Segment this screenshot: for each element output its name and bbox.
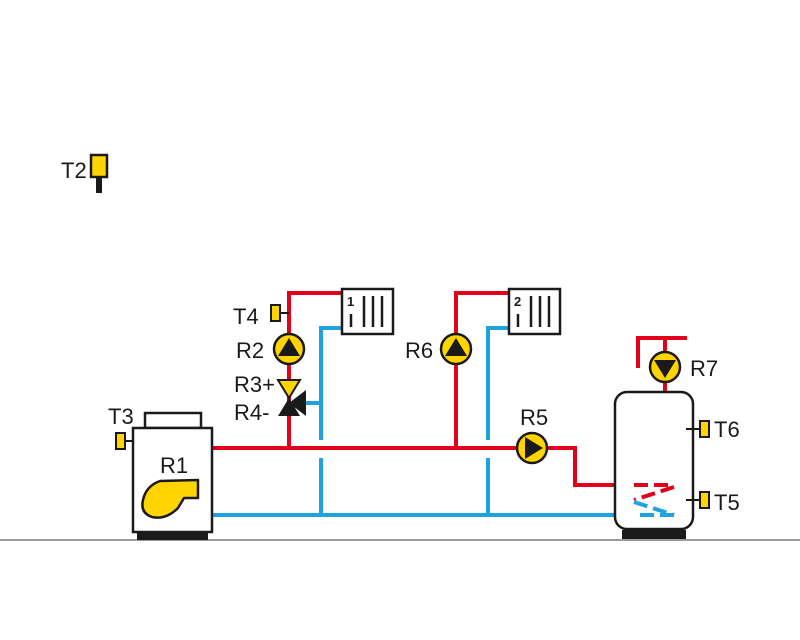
return-pipe-circuit1 [319,326,342,440]
radiator-icon [340,287,395,336]
supply-pipe-circuit2 [454,291,509,448]
pump-r2[interactable]: R2 [236,332,306,366]
temperature-sensor-icon [89,153,109,193]
pump-r6[interactable]: R6 [405,332,473,366]
temperature-sensor-icon [686,491,710,509]
supply-pipe-circuit1 [287,291,342,448]
sensor-t4-label: T4 [233,304,259,329]
sensor-t6-label: T6 [714,417,740,442]
sensor-t2-label: T2 [61,158,87,183]
mixing-valve[interactable]: R3+ R4- [234,372,306,425]
pump-r7[interactable]: R7 [648,350,718,384]
return-pipe-circuit2 [486,326,509,440]
pump-icon [272,332,306,366]
temperature-sensor-icon [686,420,710,438]
tank-top-pipe [636,336,687,368]
burner-icon [141,478,200,519]
pump-r7-label: R7 [690,356,718,381]
boiler-icon [131,411,214,540]
radiator-circuit2: 2 [507,287,562,336]
sensor-t4: T4 [233,304,289,329]
sensor-t5: T5 [686,490,740,515]
storage-tank-icon [613,390,695,539]
pump-icon [648,350,682,384]
sensor-t6: T6 [686,417,740,442]
temperature-sensor-icon [115,432,133,450]
sensor-t3: T3 [108,404,134,450]
return-pipes [212,326,615,517]
pump-r2-label: R2 [236,338,264,363]
mixing-valve-close-label: R4- [234,400,269,425]
boiler: R1 [131,411,214,540]
pump-r6-label: R6 [405,338,433,363]
pump-icon [439,332,473,366]
storage-tank [613,390,695,539]
boiler-label: R1 [160,453,188,478]
radiator-icon [507,287,562,336]
sensor-t2: T2 [61,153,109,193]
supply-pipe-to-tank [548,446,615,487]
radiator-circuit2-number: 2 [514,294,521,309]
radiator-circuit1: 1 [340,287,395,336]
sensor-t3-label: T3 [108,404,134,429]
temperature-sensor-icon [270,304,289,322]
mixing-valve-icon [276,379,306,416]
mixing-valve-open-label: R3+ [234,372,275,397]
radiator-circuit1-number: 1 [347,294,354,309]
heat-exchanger-coil [633,483,675,517]
pump-r5-label: R5 [520,405,548,430]
pump-r5[interactable]: R5 [515,405,549,465]
pump-icon [515,431,549,465]
sensor-t5-label: T5 [714,490,740,515]
